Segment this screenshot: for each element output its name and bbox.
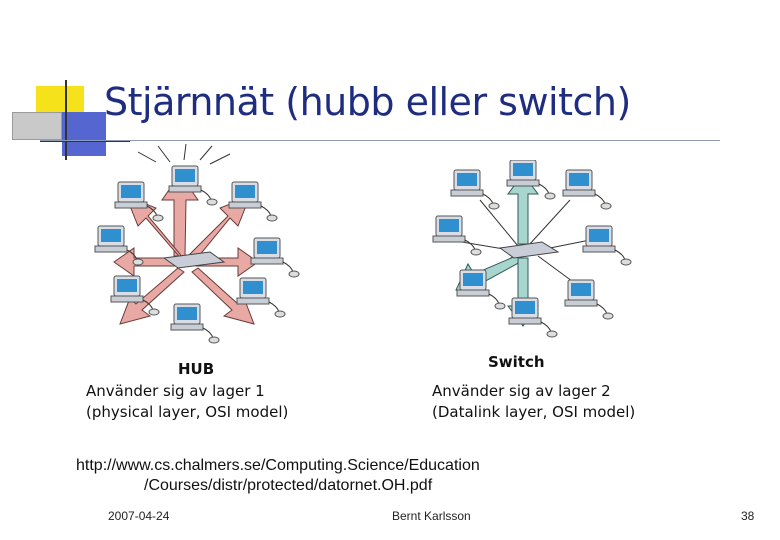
- hub-diagram: [94, 143, 300, 344]
- switch-pc-upper-right: [562, 169, 612, 210]
- footer-author: Bernt Karlsson: [392, 509, 471, 523]
- switch-device: [498, 241, 560, 259]
- deco-blue-square: [62, 112, 106, 156]
- switch-pc-lower-left: [456, 269, 506, 310]
- switch-caption-line1: Använder sig av lager 2: [432, 382, 611, 400]
- hub-pc-bottom: [170, 303, 220, 344]
- footer-page-number: 38: [741, 509, 755, 523]
- hub-caption-line2: (physical layer, OSI model): [86, 403, 289, 421]
- reference-url-line2: /Courses/distr/protected/datornet.OH.pdf: [144, 477, 433, 494]
- switch-pc-bottom: [508, 297, 558, 338]
- slide-title: Stjärnnät (hubb eller switch): [104, 80, 631, 124]
- hub-caption-line1: Använder sig av lager 1: [86, 382, 265, 400]
- title-divider: [40, 140, 720, 141]
- switch-diagram: [432, 160, 632, 338]
- switch-pc-right: [582, 225, 632, 266]
- switch-caption-title: Switch: [488, 353, 545, 371]
- hub-pc-right: [250, 237, 300, 278]
- hub-device: [162, 251, 226, 269]
- switch-pc-left: [432, 215, 482, 256]
- hub-motion-lines: [137, 143, 231, 165]
- deco-vertical-line: [65, 80, 67, 160]
- switch-caption-line2: (Datalink layer, OSI model): [432, 403, 636, 421]
- deco-horizontal-line: [40, 140, 130, 142]
- reference-url-line1: http://www.cs.chalmers.se/Computing.Scie…: [76, 457, 480, 474]
- switch-pc-upper-left: [450, 169, 500, 210]
- switch-pc-lower-right: [564, 279, 614, 320]
- hub-caption-title: HUB: [178, 360, 215, 378]
- footer-date: 2007-04-24: [108, 509, 170, 523]
- deco-gray-square: [12, 112, 62, 140]
